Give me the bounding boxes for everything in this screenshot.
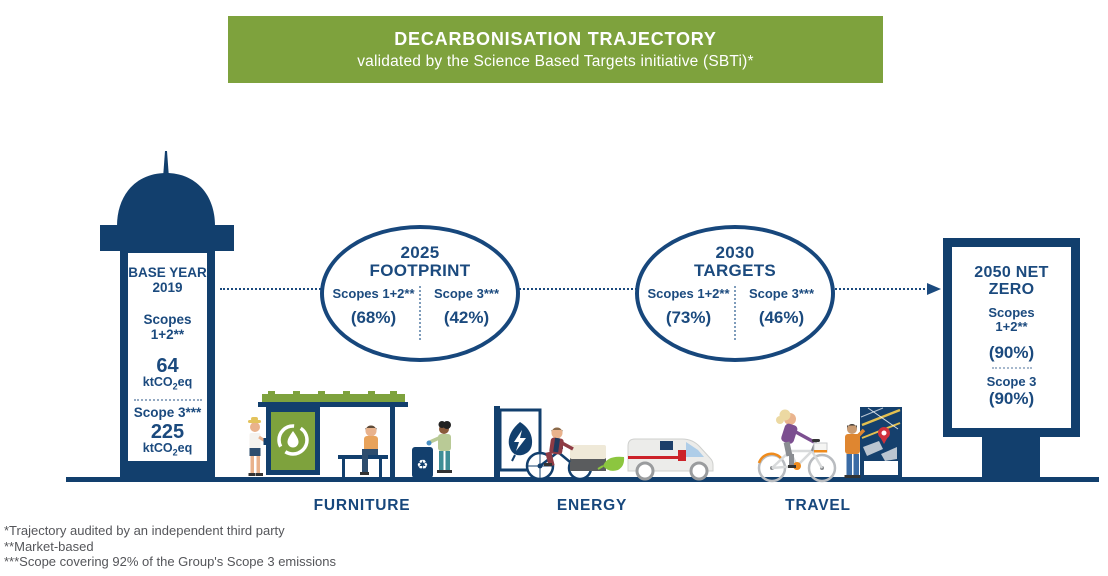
scope3-label: Scope 3*** bbox=[133, 404, 202, 420]
trajectory-dotted-line bbox=[220, 288, 929, 290]
scopes12-reduction: (68%) bbox=[350, 308, 397, 327]
net-zero-panel: 2050 NET ZERO Scopes 1+2** (90%) Scope 3… bbox=[952, 247, 1071, 428]
cyclist-courier bbox=[544, 427, 574, 467]
scope3-reduction: (90%) bbox=[988, 389, 1035, 408]
page-title: DECARBONISATION TRAJECTORY bbox=[394, 28, 717, 49]
scope3-label: Scope 3*** bbox=[433, 286, 500, 301]
scopes12-emissions-value: 64 bbox=[156, 355, 179, 377]
shelter-roof-bar bbox=[258, 402, 408, 407]
section-label-energy: ENERGY bbox=[556, 497, 628, 514]
column-spire bbox=[163, 151, 169, 178]
footnote-3: ***Scope covering 92% of the Group's Sco… bbox=[4, 554, 337, 569]
exhaust-leaf-icon bbox=[597, 456, 625, 471]
cargo-box-base bbox=[570, 458, 606, 471]
recycle-water-drop-icon bbox=[277, 424, 309, 456]
footnote-2: **Market-based bbox=[4, 538, 94, 554]
scope3-emissions-value: 225 bbox=[150, 421, 185, 443]
panel-divider bbox=[991, 367, 1032, 369]
base-year-column bbox=[100, 151, 234, 478]
person-with-phone bbox=[248, 417, 268, 476]
map-block bbox=[863, 441, 883, 456]
section-label-travel: TRAVEL bbox=[785, 497, 851, 514]
panel-divider bbox=[133, 398, 202, 401]
base-year-title: BASE YEAR bbox=[128, 265, 207, 280]
wheel bbox=[635, 461, 655, 481]
column-poster bbox=[128, 253, 207, 461]
wheel bbox=[689, 461, 709, 481]
column-dome bbox=[117, 173, 215, 226]
orange-shirt bbox=[845, 434, 860, 454]
net-zero-billboard: 2050 NET ZERO Scopes 1+2** (90%) Scope 3… bbox=[943, 238, 1080, 437]
furniture-illustration: ♻ bbox=[248, 391, 452, 478]
milestone-year: 2025 bbox=[400, 243, 440, 262]
kiosk-lower-panel bbox=[864, 461, 898, 475]
shelter-pole bbox=[390, 407, 395, 478]
person-reading-map bbox=[844, 424, 866, 478]
hat bbox=[248, 420, 261, 423]
base-year-panel: BASE YEAR 2019 Scopes 1+2** 64 ktCO2eq S… bbox=[128, 253, 207, 461]
cargo-box bbox=[570, 445, 606, 459]
milestone-divider bbox=[734, 286, 736, 340]
footnote-1: *Trajectory audited by an independent th… bbox=[4, 523, 285, 538]
scopes12-reduction: (90%) bbox=[988, 343, 1035, 362]
milestone-divider bbox=[419, 286, 421, 340]
recycle-bin-icon: ♻ bbox=[412, 447, 433, 478]
scopes12-emissions-unit: ktCO2eq bbox=[142, 375, 193, 392]
scope3-emissions-unit: ktCO2eq bbox=[142, 441, 193, 458]
hair bbox=[365, 425, 377, 431]
recyclable-item bbox=[426, 440, 432, 446]
net-zero-title-2: ZERO bbox=[988, 281, 1035, 298]
red-stripe bbox=[628, 456, 683, 459]
milestone-year: 2030 bbox=[715, 243, 755, 262]
milestone-2030-targets: 2030 TARGETS Scopes 1+2** (73%) Scope 3*… bbox=[635, 225, 835, 362]
energy-illustration bbox=[494, 406, 714, 481]
leaf-lightning-icon bbox=[508, 422, 533, 462]
bicycle bbox=[757, 440, 837, 483]
scopes12-label: Scopes bbox=[988, 305, 1035, 320]
milestone-name: FOOTPRINT bbox=[369, 261, 471, 280]
scope3-reduction: (42%) bbox=[443, 308, 490, 327]
green-roof bbox=[262, 394, 405, 403]
scopes12-label: Scopes 1+2** bbox=[647, 286, 730, 301]
scopes12-label-2: 1+2** bbox=[150, 326, 185, 342]
section-label-furniture: FURNITURE bbox=[313, 497, 411, 514]
cargo-trike bbox=[525, 427, 606, 481]
net-zero-title: 2050 NET bbox=[974, 264, 1049, 281]
travel-illustration bbox=[757, 407, 902, 483]
header-banner: DECARBONISATION TRAJECTORY validated by … bbox=[228, 16, 883, 83]
energy-sign bbox=[494, 406, 542, 478]
billboard-pedestal bbox=[982, 437, 1040, 479]
scopes12-label: Scopes bbox=[143, 312, 192, 327]
footnotes: *Trajectory audited by an independent th… bbox=[4, 523, 336, 570]
milestone-2025-footprint: 2025 FOOTPRINT Scopes 1+2** (68%) Scope … bbox=[320, 225, 520, 362]
scopes12-reduction: (73%) bbox=[665, 308, 712, 327]
phone bbox=[263, 438, 268, 445]
person-sitting bbox=[360, 425, 378, 475]
handlebar-grip bbox=[812, 439, 820, 442]
scopes12-label-2: 1+2** bbox=[995, 319, 1028, 334]
scope3-label: Scope 3*** bbox=[748, 286, 815, 301]
roof-window bbox=[660, 441, 673, 450]
scopes12-label: Scopes 1+2** bbox=[332, 286, 415, 301]
map-pin-icon bbox=[878, 427, 890, 444]
delivery-van bbox=[627, 438, 714, 481]
page-subtitle: validated by the Science Based Targets i… bbox=[357, 52, 754, 70]
arrow-right-icon bbox=[927, 283, 941, 295]
cyclist-woman bbox=[776, 409, 820, 468]
column-cap bbox=[100, 225, 234, 251]
windshield bbox=[686, 442, 704, 457]
orange-fender bbox=[757, 452, 782, 464]
base-year-value: 2019 bbox=[152, 279, 183, 295]
person-recycling bbox=[426, 421, 452, 473]
bus-shelter bbox=[258, 391, 408, 478]
scope3-reduction: (46%) bbox=[758, 308, 805, 327]
purple-top bbox=[781, 423, 798, 444]
milestone-name: TARGETS bbox=[693, 261, 777, 280]
map-kiosk bbox=[860, 407, 902, 478]
red-door-mark bbox=[678, 450, 686, 461]
scope3-label: Scope 3 bbox=[986, 374, 1037, 389]
recycle-glyph: ♻ bbox=[417, 457, 429, 472]
